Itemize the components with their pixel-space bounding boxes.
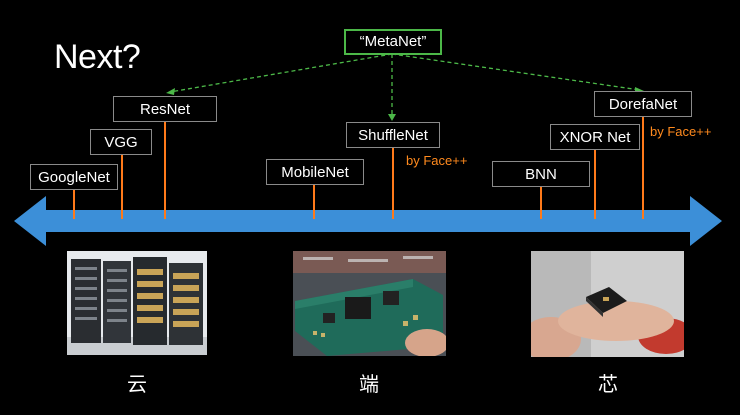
meta-arrowhead-shufflenet: [388, 114, 396, 121]
bnn-box: BNN: [492, 161, 590, 187]
server-racks-illustration: [67, 251, 207, 355]
shufflenet-box: ShuffleNet: [346, 122, 440, 148]
timeline-arrow: [14, 196, 722, 246]
xnor-net-box: XNOR Net: [550, 124, 640, 150]
shufflenet-by-note: by Face++: [406, 153, 468, 168]
dorefanet-by-note: by Face++: [650, 124, 712, 139]
dorefanet-box: DorefaNet: [594, 91, 692, 117]
circuit-board-photo: [293, 251, 446, 356]
mobilenet-box: MobileNet: [266, 159, 364, 185]
chip-on-finger-photo: [531, 251, 684, 357]
meta-link-resnet: [169, 53, 393, 93]
meta-links: [169, 53, 641, 118]
caption-edge: 端: [359, 372, 379, 396]
meta-link-dorefa: [391, 53, 641, 91]
googlenet-box: GoogleNet: [30, 164, 118, 190]
meta-link-heads: [166, 87, 644, 121]
meta-arrowhead-resnet: [166, 88, 175, 95]
caption-cloud: 云: [127, 372, 147, 396]
connectors: [73, 116, 644, 219]
slide-title: Next?: [54, 38, 141, 76]
metanet-box: “MetaNet”: [344, 29, 442, 55]
chip-illustration: [531, 251, 684, 357]
vgg-box: VGG: [90, 129, 152, 155]
caption-chip: 芯: [598, 372, 618, 396]
server-racks-photo: [67, 251, 207, 355]
circuit-board-illustration: [293, 251, 446, 356]
resnet-box: ResNet: [113, 96, 217, 122]
